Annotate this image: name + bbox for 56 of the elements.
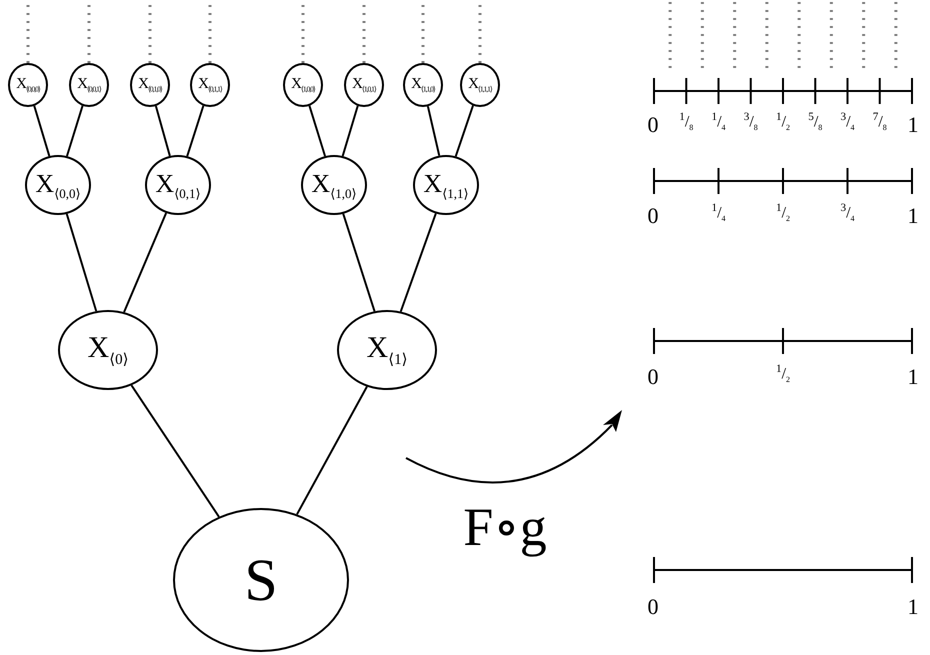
tick-label: 0 [648,205,658,227]
tick-label: 0 [648,366,658,388]
tick-label: $^{1}$/$_{8}$ [679,112,694,132]
connector-line [33,106,50,156]
node-label: X$_{⟨0,0⟩}$ [35,170,81,200]
connector-line [454,105,474,157]
connector-line [308,106,326,156]
connector-line [123,212,168,313]
connector-line [154,106,171,156]
node-label: X$_{⟨1,1,1⟩}$ [468,77,492,93]
node-label: X$_{⟨1,1,0⟩}$ [411,77,435,93]
tree-node [8,63,48,107]
tick-label: $^{5}$/$_{8}$ [808,112,822,132]
tick-label: 1 [908,366,918,388]
connector-line [342,106,359,156]
connector-line [296,386,368,515]
tick-label: 0 [648,596,658,618]
node-label: X$_{⟨0,0,0⟩}$ [16,77,40,93]
connector-line [66,214,98,312]
node-label: X$_{⟨1,0,0⟩}$ [291,77,315,93]
tick-label: $^{1}$/$_{2}$ [776,112,790,132]
node-label: X$_{⟨1,0,1⟩}$ [352,77,376,93]
tree-node [69,63,109,107]
node-label: S [244,550,278,610]
tree-node [130,63,170,107]
tick-label: $^{1}$/$_{2}$ [776,364,790,384]
connector-line [66,106,84,156]
connector-line [426,106,440,156]
connector-line [400,213,437,312]
tree-node [283,63,323,107]
node-label: X$_{⟨1,1⟩}$ [423,170,469,200]
connector-line [342,213,376,312]
tick-label: 0 [648,114,658,136]
tick-label: 1 [908,596,918,618]
tick-label: $^{1}$/$_{4}$ [711,203,726,223]
node-label: X$_{⟨0,0,1⟩}$ [77,77,101,93]
tree-node [344,63,384,107]
node-label: X$_{⟨0,1⟩}$ [155,170,201,200]
tree-node [460,63,500,107]
tick-label: 1 [908,114,918,136]
tick-label: $^{7}$/$_{8}$ [872,112,887,132]
node-label: X$_{⟨0,1,1⟩}$ [198,77,222,93]
connector-line [130,384,220,518]
node-label: X$_{⟨1,0⟩}$ [311,170,357,200]
node-label: X$_{⟨1⟩}$ [366,332,408,368]
tick-label: $^{3}$/$_{4}$ [840,203,855,223]
tick-label: $^{1}$/$_{2}$ [776,203,790,223]
tick-label: $^{1}$/$_{4}$ [711,112,726,132]
node-label: X$_{⟨0⟩}$ [88,332,128,368]
tree-node [403,63,443,107]
node-label: X$_{⟨0,1,0⟩}$ [138,77,162,93]
tick-label: 1 [908,205,918,227]
connector-line [186,105,204,156]
tree-node [190,63,230,107]
tick-label: $^{3}$/$_{4}$ [840,112,855,132]
tick-label: $^{3}$/$_{8}$ [744,112,758,132]
